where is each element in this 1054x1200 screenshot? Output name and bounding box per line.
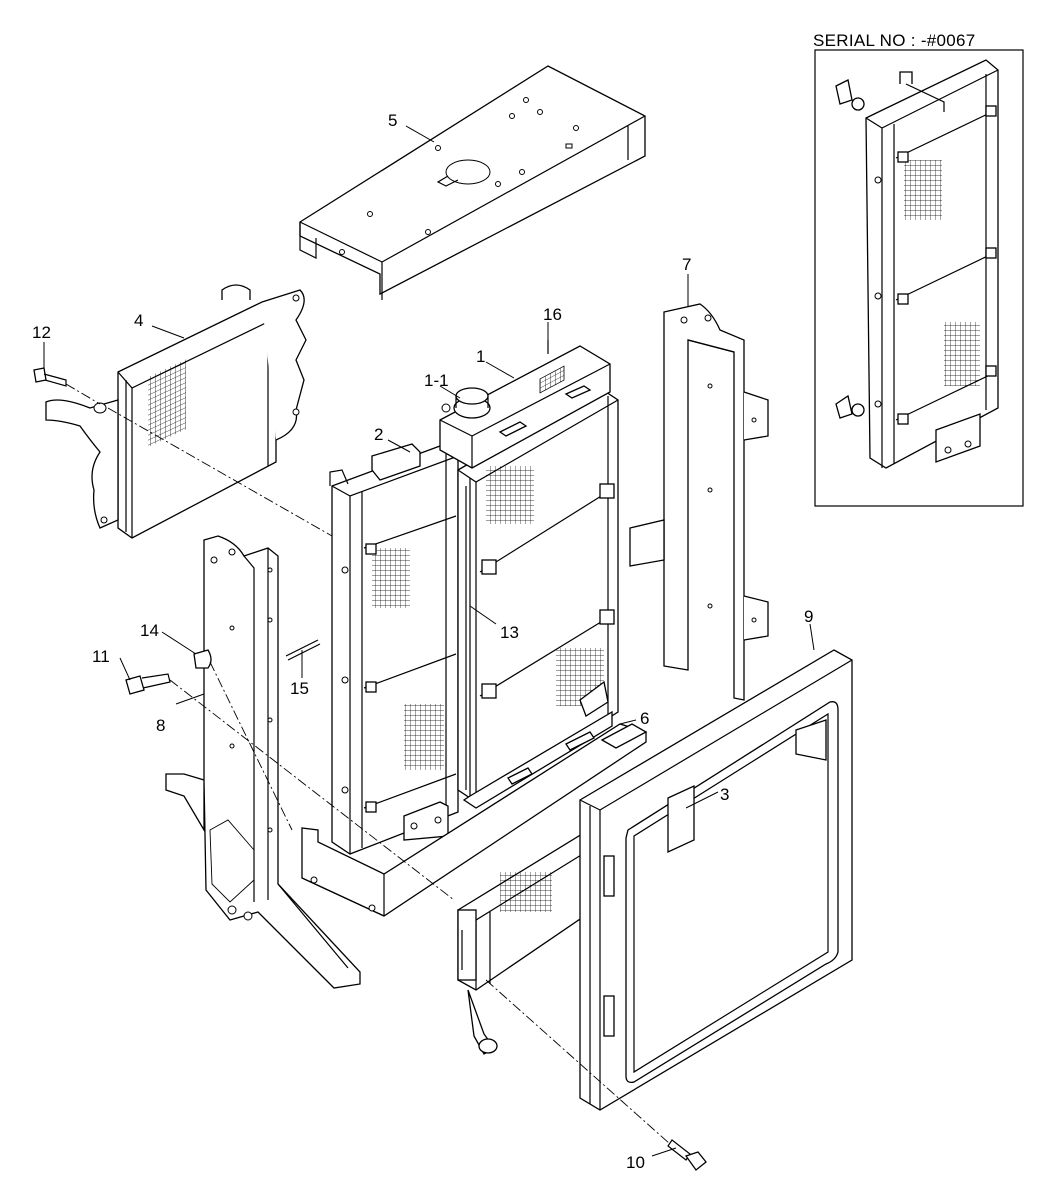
bolt-11 [125,673,171,695]
callout-15: 15 [290,679,309,698]
callout-10: 10 [626,1153,645,1172]
callout-9: 9 [804,607,813,626]
callout-2: 2 [374,425,383,444]
bolt-10 [667,1139,707,1171]
right-side-plate [629,303,769,701]
pin-15 [285,639,321,661]
callout-6: 6 [640,709,649,728]
callout-1-1: 1-1 [424,371,449,390]
assembly-center-lines [65,383,671,1145]
callout-14: 14 [140,621,159,640]
intercooler [45,284,307,539]
callout-12: 12 [32,323,51,342]
callout-leaders [43,125,815,1157]
callout-3: 3 [720,785,729,804]
top-shroud-plate [299,65,646,300]
callout-7: 7 [682,255,691,274]
bolt-12 [33,367,67,387]
callout-1: 1 [476,347,485,366]
lower-mount-frame [301,723,648,917]
clamp-14 [193,649,212,669]
callout-11: 11 [92,647,110,666]
oil-cooler [329,443,459,855]
radiator [439,340,619,809]
callout-13: 13 [500,623,519,642]
callout-8: 8 [156,716,165,735]
callout-4: 4 [134,311,143,330]
callout-5: 5 [388,111,397,130]
front-frame [579,649,853,1111]
callout-16: 16 [543,305,562,324]
left-bracket [165,535,361,989]
serial-variant-inset [814,49,1024,507]
serial-number-label: SERIAL NO : -#0067 [813,31,976,50]
